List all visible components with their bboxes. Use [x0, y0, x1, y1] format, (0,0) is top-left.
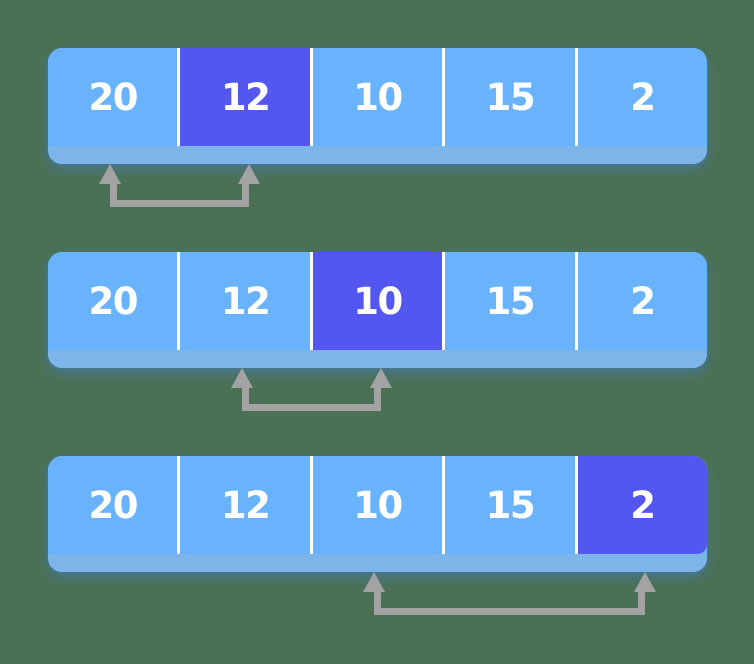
- cell-value: 15: [485, 75, 536, 119]
- bar-base-strip: [48, 554, 707, 572]
- compare-arrow: [99, 164, 261, 207]
- array-bar: 20 12 10 15 2: [48, 48, 707, 164]
- cell-value: 10: [353, 483, 403, 527]
- array-step: 20 12 10 15 2: [48, 252, 707, 411]
- arrow-connector: [242, 381, 381, 411]
- cell-value: 2: [630, 75, 656, 119]
- cell-value: 15: [485, 279, 536, 323]
- cell-value: 10: [353, 75, 403, 119]
- array-bar: 20 12 10 15 2: [48, 456, 707, 572]
- array-cell-highlighted: 10: [312, 252, 446, 350]
- cell-value: 2: [630, 279, 656, 323]
- cell-value: 10: [353, 279, 403, 323]
- arrow-head-up-icon: [99, 164, 122, 184]
- arrow-connector: [110, 177, 250, 207]
- array-step: 20 12 10 15 2: [48, 456, 707, 615]
- cell-value: 15: [485, 483, 536, 527]
- arrow-connector: [374, 585, 645, 615]
- array-bar: 20 12 10 15 2: [48, 252, 707, 368]
- cell-value: 12: [220, 483, 271, 527]
- compare-arrow: [231, 368, 392, 411]
- cell-value: 12: [220, 279, 271, 323]
- arrow-head-up-icon: [231, 368, 254, 388]
- compare-arrow: [363, 572, 656, 615]
- array-cell: 12: [180, 252, 313, 350]
- array-cell: 2: [577, 48, 707, 146]
- array-cell: 10: [312, 456, 446, 554]
- array-cells-row: 20 12 10 15 2: [48, 252, 707, 350]
- cell-value: 2: [630, 483, 656, 527]
- arrow-head-up-icon: [238, 164, 261, 184]
- arrow-head-up-icon: [633, 572, 656, 592]
- array-cell: 15: [445, 456, 578, 554]
- array-cell-highlighted: 2: [577, 456, 707, 554]
- array-cell: 20: [48, 48, 181, 146]
- array-cell: 15: [445, 252, 578, 350]
- array-cell-highlighted: 12: [180, 48, 313, 146]
- arrow-head-up-icon: [363, 572, 385, 592]
- array-cell: 10: [312, 48, 446, 146]
- array-cell: 15: [445, 48, 578, 146]
- array-cell: 20: [48, 252, 181, 350]
- array-cell: 20: [48, 456, 181, 554]
- cell-value: 20: [88, 75, 138, 119]
- array-cells-row: 20 12 10 15 2: [48, 48, 707, 146]
- array-step: 20 12 10 15 2: [48, 48, 707, 207]
- array-cells-row: 20 12 10 15 2: [48, 456, 707, 554]
- cell-value: 20: [88, 483, 138, 527]
- cell-value: 12: [220, 75, 271, 119]
- cell-value: 20: [88, 279, 138, 323]
- array-cell: 12: [180, 456, 313, 554]
- bar-base-strip: [48, 146, 707, 164]
- array-cell: 2: [577, 252, 707, 350]
- bar-base-strip: [48, 350, 707, 368]
- arrow-head-up-icon: [369, 368, 392, 388]
